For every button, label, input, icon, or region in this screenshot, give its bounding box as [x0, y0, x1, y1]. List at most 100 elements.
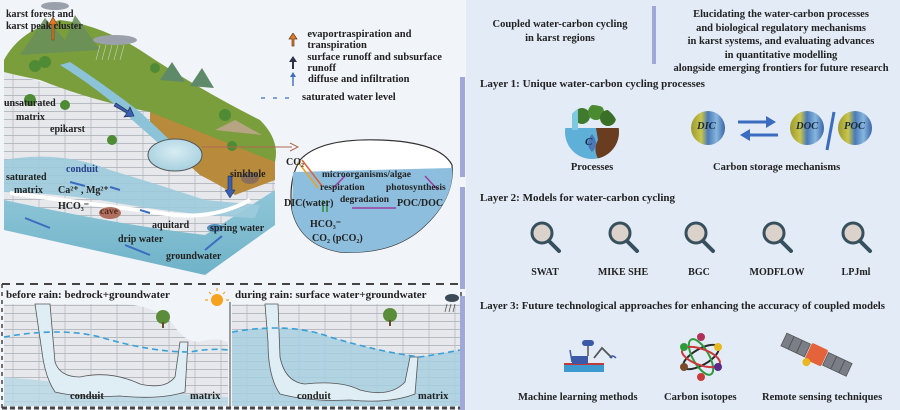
- poc-circle: [838, 111, 872, 145]
- header-description-line: and biological regulatory mechanisms: [696, 22, 866, 34]
- inset-poc-doc: POC/DOC: [397, 198, 444, 209]
- remote-sensing-label: Remote sensing techniques: [762, 392, 883, 403]
- during-rain-title: during rain: surface water+groundwater: [235, 289, 427, 301]
- header-description-line: in karst systems, and evaluating advance…: [687, 36, 875, 47]
- model-name: MODFLOW: [749, 267, 805, 278]
- water-level-line: [3, 331, 229, 353]
- during-rain-cross-section: [231, 303, 461, 406]
- inset-respiration: respiration: [320, 183, 365, 193]
- hill: [215, 120, 262, 135]
- rain-cloud-icon: [444, 294, 459, 313]
- mountain-small: [160, 62, 185, 82]
- legend-item-evapotranspiration: evaportraspiration and transpiration: [286, 29, 466, 51]
- inset-co2: CO₂: [286, 157, 304, 168]
- label-unsaturated: unsaturated: [4, 98, 56, 109]
- header-description: Elucidating the water-carbon processes a…: [665, 8, 897, 76]
- cloud: [93, 35, 137, 45]
- during-rain-conduit: conduit: [297, 391, 331, 402]
- tree-icon: [383, 308, 397, 322]
- header-description-line: Elucidating the water-carbon processes: [693, 9, 869, 20]
- layer2-accent-bar: [460, 187, 465, 289]
- carbon-isotopes-label: Carbon isotopes: [664, 392, 737, 403]
- header-title-line: in karst regions: [525, 32, 595, 44]
- model-mike-she: MIKE SHE: [593, 220, 653, 278]
- carbon-storage-label: Carbon storage mechanisms: [713, 162, 841, 173]
- legend-label: saturated water level: [302, 92, 396, 103]
- before-rain-cross-section: [3, 303, 229, 406]
- runoff-arrow-icon: [113, 102, 135, 118]
- magnifier-icon: [530, 221, 561, 253]
- rain-lines: [95, 44, 125, 61]
- during-rain-matrix: matrix: [418, 391, 449, 402]
- header-title-line: Coupled water-carbon cycling: [492, 19, 628, 30]
- legend-label: surface runoff and subsurface runoff: [307, 52, 442, 74]
- inset-arrows: [297, 159, 439, 212]
- magnified-lens: [147, 138, 203, 172]
- processes-icon: [565, 105, 619, 159]
- inset-photosynthesis: photosynthesis: [386, 183, 446, 193]
- magnifier-icon: [841, 221, 872, 253]
- label-ca-mg: Ca²⁺ , Mg²⁺: [58, 185, 109, 196]
- processes-label: Processes: [570, 162, 614, 173]
- robot-boat-icon: [564, 340, 617, 372]
- blue-arrow-up-icon: [286, 72, 300, 86]
- inset-hco3: HCO₃⁻: [310, 219, 342, 230]
- label-spring-water: spring water: [210, 223, 265, 234]
- layer3-accent-bar: [460, 296, 465, 410]
- model-name: LPJml: [841, 267, 871, 278]
- model-name: MIKE SHE: [597, 267, 649, 278]
- legend-item-water-level: saturated water level: [258, 92, 396, 103]
- processes-icon-letter: C: [585, 136, 593, 148]
- before-rain-matrix: matrix: [190, 391, 221, 402]
- circle-label-doc: DOC: [796, 121, 819, 132]
- before-rain-conduit: conduit: [70, 391, 104, 402]
- slash-divider: [825, 111, 836, 151]
- model-modflow: MODFLOW: [747, 220, 807, 278]
- magnifier-icon: [684, 221, 715, 253]
- dashed-line-icon: [258, 96, 294, 100]
- model-name: SWAT: [531, 267, 559, 278]
- circle-label-dic: DIC: [697, 121, 716, 132]
- legend-label: evaportraspiration and transpiration: [307, 29, 412, 51]
- water-drop-icon: [588, 134, 596, 152]
- model-bgc: BGC: [669, 220, 729, 278]
- aquitard-line: [9, 191, 251, 218]
- dic-circle: [691, 111, 725, 145]
- trees: [24, 56, 237, 151]
- layer1-accent-bar: [460, 77, 465, 177]
- dark-arrow-up-icon: [286, 56, 299, 70]
- grass-slope: [4, 20, 276, 162]
- legend-item-runoff: surface runoff and subsurface runoff: [286, 52, 466, 74]
- label-matrix-lower: matrix: [14, 185, 43, 196]
- inset-water: [292, 168, 453, 253]
- layer3-title: Layer 3: Future technological approaches…: [480, 300, 885, 312]
- inset-dic-water: DIC(water): [284, 198, 334, 209]
- inset-co2-pco2: CO₂ (pCO₂): [312, 233, 363, 244]
- label-karst-peak-line2: karst peak cluster: [6, 21, 83, 32]
- mountain-small: [190, 68, 214, 88]
- carbon-storage-diagram: [691, 111, 872, 151]
- cave-shape: [99, 207, 121, 219]
- label-karst-forest-line1: karst forest and: [6, 9, 74, 20]
- machine-learning-label: Machine learning methods: [518, 392, 638, 403]
- before-rain-title: before rain: bedrock+groundwater: [6, 289, 170, 301]
- orange-arrow-up-icon: [286, 33, 299, 47]
- header-description-line: in quantitative modelling: [724, 49, 838, 61]
- label-cave: cave: [100, 207, 118, 217]
- spring-pool: [207, 224, 223, 232]
- magnifier-icon: [608, 221, 639, 253]
- exchange-arrows-icon: [738, 116, 778, 141]
- label-drip-water: drip water: [118, 234, 164, 245]
- inset-degradation: degradation: [340, 195, 390, 205]
- rain-comparison-frames: [1, 283, 462, 410]
- atom-isotope-icon: [680, 333, 722, 381]
- layer1-title: Layer 1: Unique water-carbon cycling pro…: [480, 78, 705, 90]
- label-aquitard: aquitard: [152, 220, 190, 231]
- label-groundwater: groundwater: [166, 251, 222, 262]
- karst-peaks: [20, 15, 100, 55]
- label-saturated: saturated: [6, 172, 47, 183]
- evapotranspiration-arrow-icon: [47, 16, 59, 41]
- label-sinkhole: sinkhole: [230, 169, 266, 180]
